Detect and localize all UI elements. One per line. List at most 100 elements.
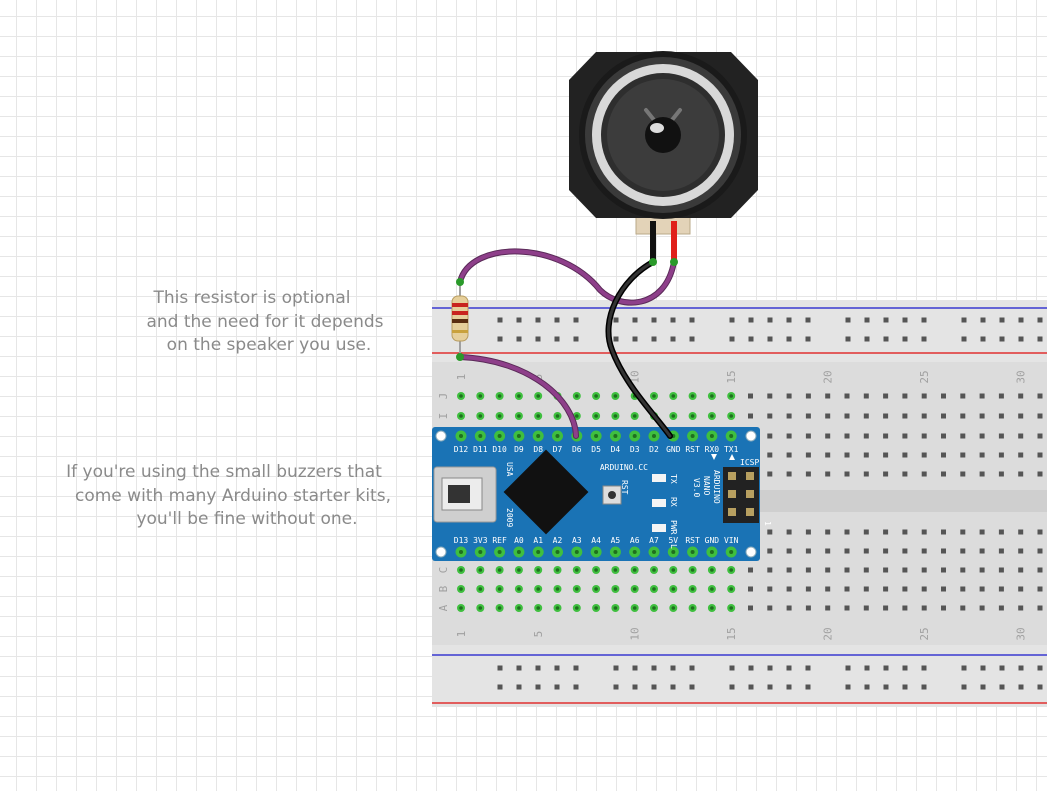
breadboard-hole[interactable] [1037,567,1043,573]
breadboard-hole[interactable] [767,548,773,554]
breadboard-hole[interactable] [921,433,927,439]
breadboard-hole[interactable] [979,548,985,554]
rail-hole[interactable] [748,684,754,690]
rail-hole[interactable] [864,317,870,323]
rail-hole[interactable] [554,317,560,323]
rail-hole[interactable] [902,317,908,323]
breadboard-hole[interactable] [902,605,908,611]
breadboard-hole[interactable] [960,548,966,554]
rail-hole[interactable] [729,336,735,342]
rail-hole[interactable] [845,665,851,671]
breadboard-hole[interactable] [1037,393,1043,399]
rail-hole[interactable] [497,317,503,323]
breadboard-hole[interactable] [825,471,831,477]
breadboard-hole[interactable] [998,413,1004,419]
breadboard-hole[interactable] [786,413,792,419]
rail-hole[interactable] [651,684,657,690]
breadboard-hole[interactable] [883,529,889,535]
breadboard-hole[interactable] [1037,586,1043,592]
breadboard-hole[interactable] [1018,548,1024,554]
breadboard-hole[interactable] [1037,413,1043,419]
breadboard-hole[interactable] [1018,452,1024,458]
rail-hole[interactable] [554,336,560,342]
breadboard-hole[interactable] [748,413,753,419]
rail-hole[interactable] [999,317,1005,323]
breadboard-hole[interactable] [921,413,927,419]
breadboard-hole[interactable] [786,529,792,535]
rail-hole[interactable] [651,665,657,671]
rail-hole[interactable] [961,336,967,342]
breadboard-hole[interactable] [863,548,869,554]
breadboard-hole[interactable] [1037,605,1043,611]
breadboard-hole[interactable] [941,548,946,554]
rail-hole[interactable] [999,665,1005,671]
breadboard-hole[interactable] [844,413,850,419]
breadboard-hole[interactable] [805,548,811,554]
rail-hole[interactable] [729,665,735,671]
rail-hole[interactable] [980,684,986,690]
rail-hole[interactable] [902,665,908,671]
rail-hole[interactable] [805,336,811,342]
breadboard-hole[interactable] [844,393,850,399]
breadboard-hole[interactable] [805,567,811,573]
rail-hole[interactable] [1037,684,1043,690]
breadboard-hole[interactable] [863,413,869,419]
breadboard-hole[interactable] [844,548,850,554]
breadboard-hole[interactable] [844,452,850,458]
rail-hole[interactable] [729,684,735,690]
rail-hole[interactable] [613,665,619,671]
breadboard-hole[interactable] [825,393,831,399]
rail-hole[interactable] [767,336,773,342]
breadboard-hole[interactable] [960,433,966,439]
breadboard-hole[interactable] [902,548,908,554]
breadboard-hole[interactable] [941,393,946,399]
breadboard-hole[interactable] [767,586,773,592]
rail-hole[interactable] [805,317,811,323]
rail-hole[interactable] [902,336,908,342]
rail-hole[interactable] [748,336,754,342]
rail-hole[interactable] [1018,684,1024,690]
rail-hole[interactable] [786,684,792,690]
breadboard-hole[interactable] [979,471,985,477]
breadboard-hole[interactable] [767,567,773,573]
breadboard-hole[interactable] [941,605,946,611]
rail-hole[interactable] [902,684,908,690]
breadboard-hole[interactable] [902,393,908,399]
breadboard-hole[interactable] [921,605,927,611]
breadboard-hole[interactable] [1018,605,1024,611]
rail-hole[interactable] [632,317,638,323]
breadboard-hole[interactable] [786,433,792,439]
breadboard-hole[interactable] [921,567,927,573]
breadboard-hole[interactable] [998,529,1004,535]
rail-hole[interactable] [573,336,579,342]
breadboard-hole[interactable] [825,433,831,439]
rail-hole[interactable] [805,684,811,690]
breadboard-hole[interactable] [844,471,850,477]
rail-hole[interactable] [864,684,870,690]
rail-hole[interactable] [535,684,541,690]
breadboard-hole[interactable] [825,452,831,458]
breadboard-hole[interactable] [941,567,946,573]
breadboard-hole[interactable] [960,529,966,535]
breadboard-hole[interactable] [1018,393,1024,399]
breadboard-hole[interactable] [767,605,773,611]
rail-hole[interactable] [845,684,851,690]
breadboard-hole[interactable] [805,413,811,419]
breadboard-hole[interactable] [998,471,1004,477]
breadboard-hole[interactable] [825,605,831,611]
rail-hole[interactable] [573,684,579,690]
rail-hole[interactable] [921,684,927,690]
rail-hole[interactable] [845,317,851,323]
breadboard-hole[interactable] [998,393,1004,399]
breadboard-hole[interactable] [883,471,889,477]
breadboard-hole[interactable] [998,567,1004,573]
breadboard-hole[interactable] [979,605,985,611]
rail-hole[interactable] [632,684,638,690]
rail-hole[interactable] [748,665,754,671]
rail-hole[interactable] [670,665,676,671]
rail-hole[interactable] [883,665,889,671]
rail-hole[interactable] [845,336,851,342]
rail-hole[interactable] [961,317,967,323]
rail-hole[interactable] [729,317,735,323]
breadboard-hole[interactable] [998,433,1004,439]
